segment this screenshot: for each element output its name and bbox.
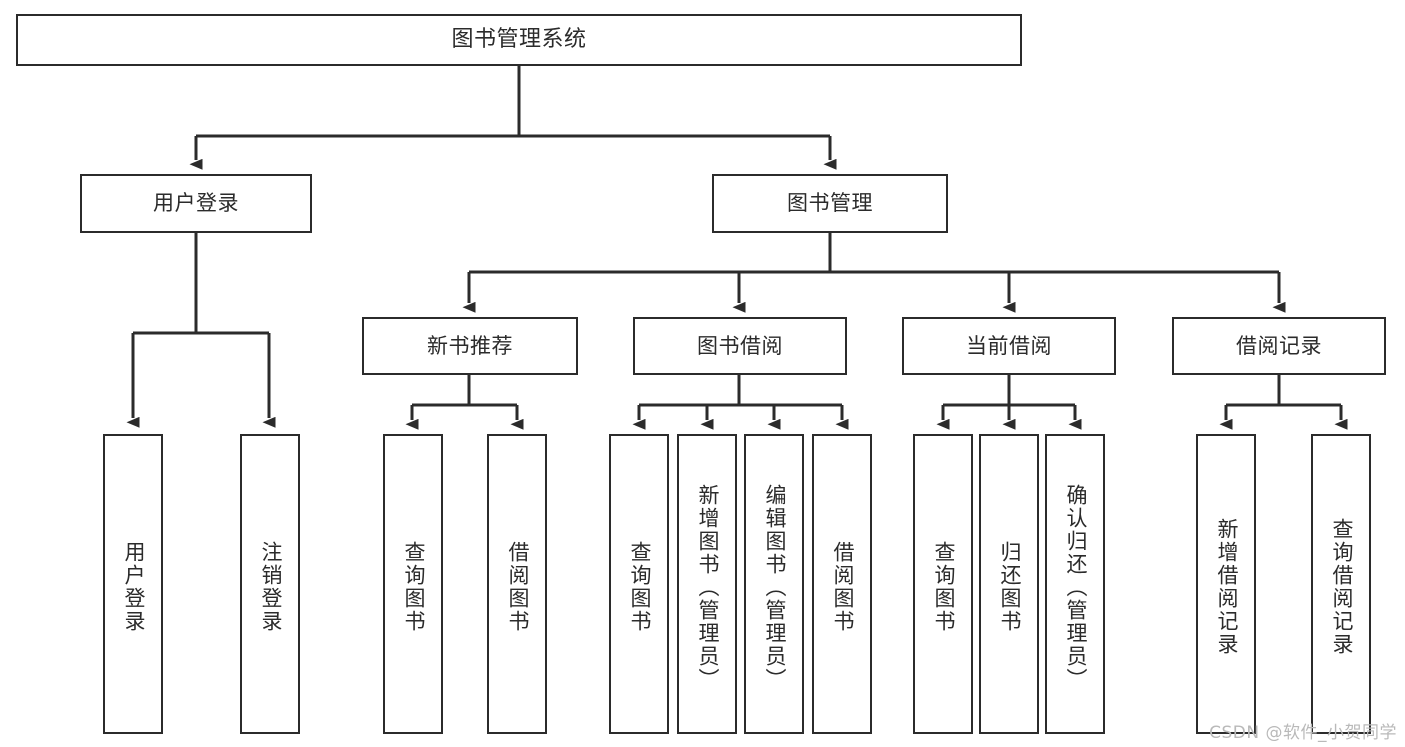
- node-label: 当前借阅: [966, 333, 1052, 358]
- leaf-user-login-signout[interactable]: 注销登录: [240, 434, 300, 734]
- leaf-user-login-signin[interactable]: 用户登录: [103, 434, 163, 734]
- node-label: 查询借阅记录: [1329, 518, 1354, 656]
- node-book-management[interactable]: 图书管理: [712, 174, 948, 233]
- node-label: 用户登录: [121, 541, 146, 633]
- node-label: 图书管理: [787, 191, 873, 216]
- node-label: 确认归还（管理员）: [1063, 483, 1088, 691]
- node-label: 图书管理系统: [451, 27, 587, 53]
- node-root-system[interactable]: 图书管理系统: [16, 14, 1022, 66]
- node-label: 注销登录: [258, 541, 283, 633]
- leaf-recommend-query-book[interactable]: 查询图书: [383, 434, 443, 734]
- node-book-borrow[interactable]: 图书借阅: [633, 317, 847, 375]
- leaf-current-confirm-return-admin[interactable]: 确认归还（管理员）: [1045, 434, 1105, 734]
- node-current-borrow[interactable]: 当前借阅: [902, 317, 1116, 375]
- node-label: 用户登录: [153, 191, 239, 216]
- node-label: 借阅图书: [830, 541, 855, 633]
- leaf-record-query-record[interactable]: 查询借阅记录: [1311, 434, 1371, 734]
- node-user-login[interactable]: 用户登录: [80, 174, 312, 233]
- node-label: 查询图书: [401, 541, 426, 633]
- leaf-record-add-record[interactable]: 新增借阅记录: [1196, 434, 1256, 734]
- leaf-borrow-edit-book-admin[interactable]: 编辑图书（管理员）: [744, 434, 804, 734]
- csdn-watermark: CSDN @软件_小贺同学: [1209, 723, 1397, 743]
- leaf-current-return-book[interactable]: 归还图书: [979, 434, 1039, 734]
- node-label: 图书借阅: [697, 333, 783, 358]
- node-label: 新增借阅记录: [1214, 518, 1239, 656]
- leaf-recommend-borrow-book[interactable]: 借阅图书: [487, 434, 547, 734]
- leaf-borrow-borrow-book[interactable]: 借阅图书: [812, 434, 872, 734]
- node-label: 新增图书（管理员）: [695, 483, 720, 691]
- node-label: 编辑图书（管理员）: [762, 483, 787, 691]
- leaf-current-query-book[interactable]: 查询图书: [913, 434, 973, 734]
- node-borrow-record[interactable]: 借阅记录: [1172, 317, 1386, 375]
- leaf-borrow-query-book[interactable]: 查询图书: [609, 434, 669, 734]
- leaf-borrow-add-book-admin[interactable]: 新增图书（管理员）: [677, 434, 737, 734]
- node-label: 借阅记录: [1236, 333, 1322, 358]
- node-label: 新书推荐: [427, 333, 513, 358]
- node-label: 归还图书: [997, 541, 1022, 633]
- node-label: 查询图书: [627, 541, 652, 633]
- node-new-book-recommend[interactable]: 新书推荐: [362, 317, 578, 375]
- node-label: 查询图书: [931, 541, 956, 633]
- node-label: 借阅图书: [505, 541, 530, 633]
